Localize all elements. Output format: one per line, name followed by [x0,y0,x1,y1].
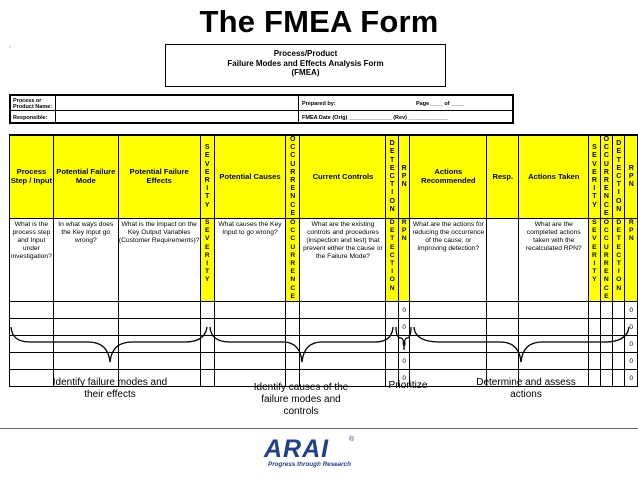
column-header: Actions Recommended [409,134,488,220]
column-header: Resp. [486,134,520,220]
page-label: Page ____ of ____ [416,101,464,107]
column-header: Potential Failure Effects [117,134,201,220]
column-description [486,218,520,303]
rpn-cell[interactable]: 0 [397,352,411,371]
form-cell[interactable] [213,301,287,320]
column-description: What is the process step and Input under… [9,218,54,303]
form-header-line2: Failure Modes and Effects Analysis Form [227,58,384,68]
form-cell[interactable] [199,301,215,320]
form-header-line1: Process/Product [273,49,338,58]
brace-prioritize [395,326,412,351]
form-cell[interactable] [9,301,54,320]
form-cell[interactable] [486,369,520,388]
form-cell[interactable] [117,301,201,320]
prepared-by-label: Prepared by: [302,101,336,107]
column-description: In what ways does the Key Input go wrong… [52,218,119,303]
rpn-cell[interactable]: 0 [397,301,411,320]
rpn-revised-cell[interactable]: 0 [624,369,638,388]
slide-title: The FMEA Form [199,4,439,39]
form-cell[interactable] [52,301,119,320]
info-divider [11,110,512,111]
logo-wordmark: ARAI [264,435,330,463]
column-header: Potential Causes [213,134,287,220]
column-header: Actions Taken [518,134,590,220]
form-cell[interactable] [612,369,626,388]
form-header: Process/Product Failure Modes and Effect… [165,44,446,87]
column-header: Potential Failure Mode [52,134,119,220]
column-description: What causes the Key Input to go wrong? [213,218,287,303]
process-name-label: Process or Product Name: [13,98,53,110]
fmea-date-label: FMEA Date (Orig) ______________ (Rev) __… [302,115,449,121]
caption-prioritize: Prioritize [388,380,428,391]
footer-divider [0,428,638,429]
column-header: Current Controls [299,134,387,220]
caption-determine: Determine and assess actions [476,377,576,400]
form-cell[interactable] [385,301,399,320]
form-cell[interactable] [285,301,301,320]
info-divider [298,96,299,122]
slide-marker: - [9,44,12,51]
form-header-line3: (FMEA) [291,68,320,77]
column-description: What is the impact on the Key Output Var… [117,218,201,303]
rpn-revised-cell[interactable]: 0 [624,301,638,320]
rpn-cell[interactable]: 0 [397,369,411,388]
form-cell[interactable] [486,301,520,320]
form-cell[interactable] [409,301,488,320]
logo-tagline: Progress through Research [268,461,351,468]
brace-actions [413,326,630,363]
arai-logo: ARAI ® Progress through Research [264,436,376,470]
logo-registered: ® [349,436,355,443]
form-cell[interactable] [599,369,614,388]
column-description: What are the completed actions taken wit… [518,218,590,303]
form-cell[interactable] [612,301,626,320]
column-description: What are the existing controls and proce… [299,218,387,303]
brace-failure-modes [10,326,208,363]
column-header: Process Step / Input [9,134,54,220]
info-divider [55,96,56,122]
brace-layer [10,326,630,363]
form-cell[interactable] [199,369,215,388]
form-cell[interactable] [9,369,54,388]
rpn-cell[interactable]: 0 [397,318,411,337]
column-description: What are the actions for reducing the oc… [409,218,488,303]
form-cell[interactable] [299,301,387,320]
form-cell[interactable] [588,369,601,388]
caption-identify-causes: Identify causes of the failure modes and… [253,382,349,417]
form-cell[interactable] [588,301,601,320]
form-cell[interactable] [52,369,119,388]
form-info-block: Process or Product Name: Responsible: Pr… [9,94,514,124]
description-row: What is the process step and Input under… [9,218,638,303]
form-cell[interactable] [518,301,590,320]
caption-identify-failure: Identify failure modes and their effects [52,377,168,400]
form-cell[interactable] [599,301,614,320]
responsible-label: Responsible: [13,115,48,121]
brace-causes [209,326,394,363]
form-cell[interactable] [285,369,301,388]
